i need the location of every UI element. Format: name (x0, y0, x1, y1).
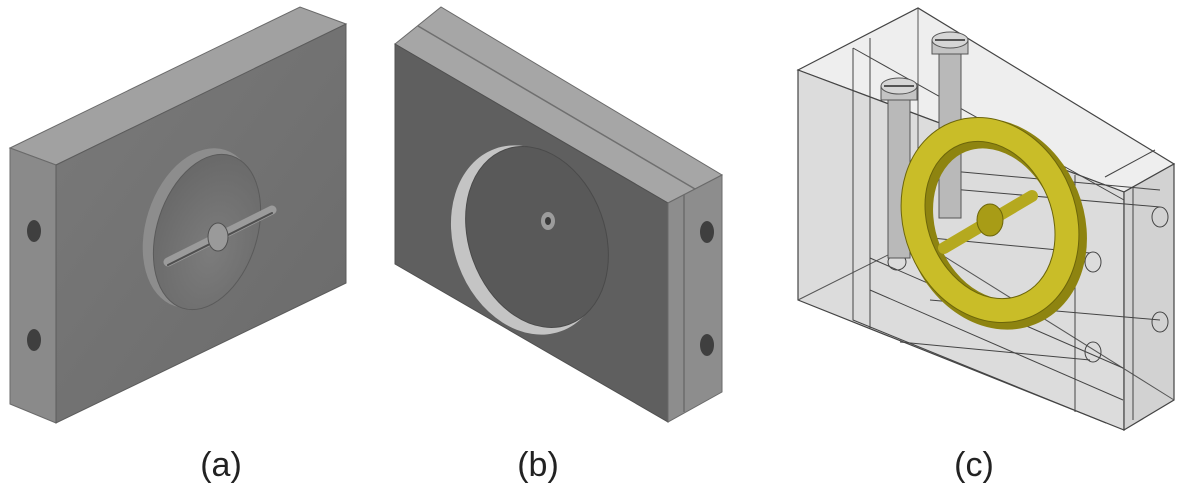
side-hole-icon (27, 329, 41, 351)
part-a-side-face (9, 147, 57, 424)
panel-c-assembly (796, 7, 1176, 432)
panel-a-part (8, 6, 348, 424)
panel-label-c: (c) (954, 446, 994, 484)
panel-label-b: (b) (517, 446, 559, 484)
side-hole-icon (700, 221, 714, 243)
disc-center-bump (207, 222, 229, 252)
side-hole-icon (27, 220, 41, 242)
brass-ring (900, 116, 1087, 330)
boss-disc-face (152, 153, 262, 311)
panel-label-a: (a) (200, 446, 242, 484)
part-b-side-face (667, 174, 723, 423)
pocket-floor (465, 146, 609, 328)
panel-b-part (394, 6, 724, 423)
side-hole-icon (700, 334, 714, 356)
block-side-face (1123, 162, 1175, 432)
